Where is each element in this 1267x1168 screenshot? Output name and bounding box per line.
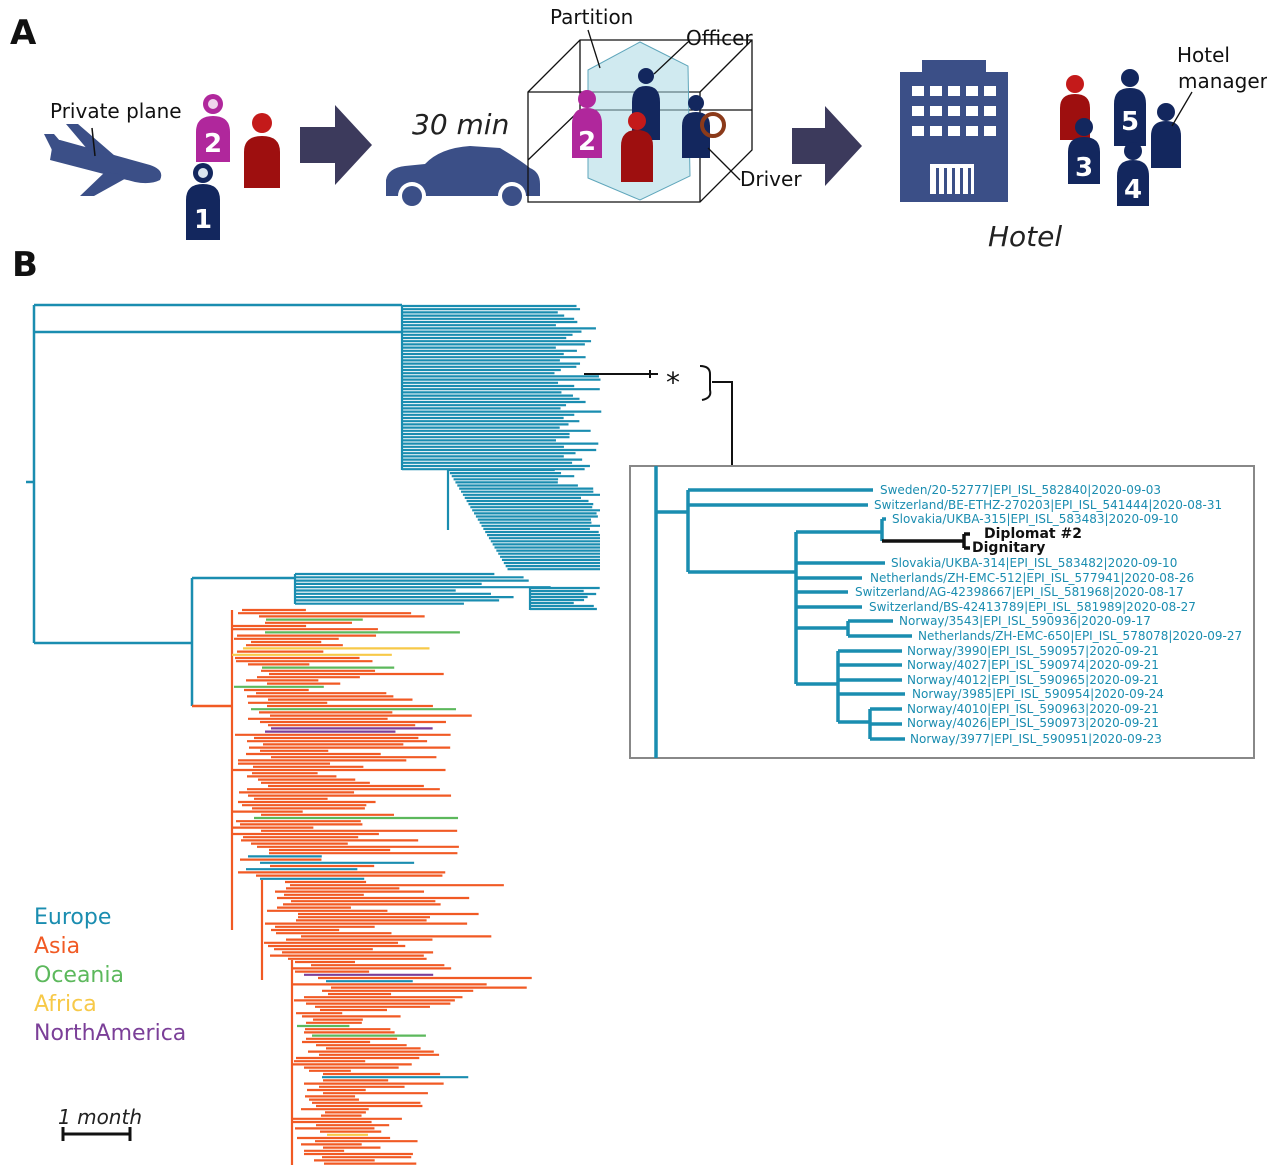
person-number-label: 5 xyxy=(1121,107,1139,137)
person-5-navy: 5 xyxy=(1114,69,1146,146)
person-2-magenta: 2 xyxy=(196,94,230,162)
legend-item: Europe xyxy=(34,905,111,930)
person-red xyxy=(244,113,280,188)
arrow-right-icon xyxy=(792,106,862,186)
person-number-label: 2 xyxy=(204,129,222,159)
inset-tip-label: Norway/3990|EPI_ISL_590957|2020-09-21 xyxy=(907,644,1159,658)
inset-tip-label: Slovakia/UKBA-314|EPI_ISL_583482|2020-09… xyxy=(891,556,1177,570)
private-plane-label: Private plane xyxy=(50,99,182,123)
driver-label: Driver xyxy=(740,167,802,191)
person-hotel-manager xyxy=(1151,103,1181,168)
person-number-label: 2 xyxy=(578,127,596,157)
person-driver xyxy=(682,95,726,158)
inset-tip-label: Norway/4026|EPI_ISL_590973|2020-09-21 xyxy=(907,716,1159,730)
partition-label: Partition xyxy=(550,5,633,29)
legend-item: Oceania xyxy=(34,963,124,988)
legend-item: Africa xyxy=(34,992,97,1017)
inset-tip-label: Switzerland/BE-ETHZ-270203|EPI_ISL_54144… xyxy=(874,498,1222,512)
hotel-icon xyxy=(900,60,1008,202)
legend-item: Asia xyxy=(34,934,80,959)
person-2-magenta-car: 2 xyxy=(572,90,602,158)
star-marker: * xyxy=(666,366,680,399)
inset-tip-label: Switzerland/BS-42413789|EPI_ISL_581989|2… xyxy=(869,600,1196,614)
person-red-car xyxy=(621,112,653,182)
inset-labels: Sweden/20-52777|EPI_ISL_582840|2020-09-0… xyxy=(855,483,1242,746)
hotel-label: Hotel xyxy=(988,220,1062,253)
person-3-navy: 3 xyxy=(1068,118,1100,184)
scale-label: 1 month xyxy=(58,1105,142,1129)
asia-clade xyxy=(230,608,532,1165)
inset-tip-label: Norway/3977|EPI_ISL_590951|2020-09-23 xyxy=(910,732,1162,746)
inset-tip-label: Netherlands/ZH-EMC-650|EPI_ISL_578078|20… xyxy=(918,629,1242,643)
europe-subclade xyxy=(293,572,600,611)
officer-label: Officer xyxy=(686,26,753,50)
tree-backbone xyxy=(26,303,402,708)
hotel-manager-label-line2: manager xyxy=(1178,69,1267,93)
arrow-right-icon xyxy=(300,105,372,185)
inset-tip-label: Norway/4012|EPI_ISL_590965|2020-09-21 xyxy=(907,673,1159,687)
person-number-label: 4 xyxy=(1124,175,1142,205)
duration-label: 30 min xyxy=(412,108,509,141)
inset-highlight-label: Diplomat #2 xyxy=(984,526,1082,542)
panel-a-label: A xyxy=(10,13,37,53)
inset-tip-label: Norway/3543|EPI_ISL_590936|2020-09-17 xyxy=(899,614,1151,628)
person-1-navy: 1 xyxy=(186,163,220,240)
plane-icon xyxy=(44,124,162,196)
inset-tip-label: Sweden/20-52777|EPI_ISL_582840|2020-09-0… xyxy=(880,483,1161,497)
car-icon xyxy=(386,146,540,210)
person-number-label: 3 xyxy=(1075,153,1093,183)
legend-item: NorthAmerica xyxy=(34,1021,186,1046)
person-4-navy: 4 xyxy=(1117,142,1149,206)
person-number-label: 1 xyxy=(194,205,212,235)
panel-b-label: B xyxy=(12,245,38,285)
inset-highlight-label: Dignitary xyxy=(972,540,1045,556)
inset-tree xyxy=(654,466,970,758)
inset-box xyxy=(629,465,1255,759)
europe-clade xyxy=(400,304,602,571)
inset-tip-label: Norway/4010|EPI_ISL_590963|2020-09-21 xyxy=(907,702,1159,716)
inset-tip-label: Switzerland/AG-42398667|EPI_ISL_581968|2… xyxy=(855,585,1184,599)
inset-tip-label: Norway/3985|EPI_ISL_590954|2020-09-24 xyxy=(912,687,1164,701)
inset-tip-label: Norway/4027|EPI_ISL_590974|2020-09-21 xyxy=(907,658,1159,672)
inset-tip-label: Netherlands/ZH-EMC-512|EPI_ISL_577941|20… xyxy=(870,571,1194,585)
inset-tip-label: Slovakia/UKBA-315|EPI_ISL_583483|2020-09… xyxy=(892,512,1178,526)
hotel-manager-label-line1: Hotel xyxy=(1177,43,1230,67)
bracket xyxy=(699,365,712,401)
scale-bar xyxy=(61,1127,132,1141)
